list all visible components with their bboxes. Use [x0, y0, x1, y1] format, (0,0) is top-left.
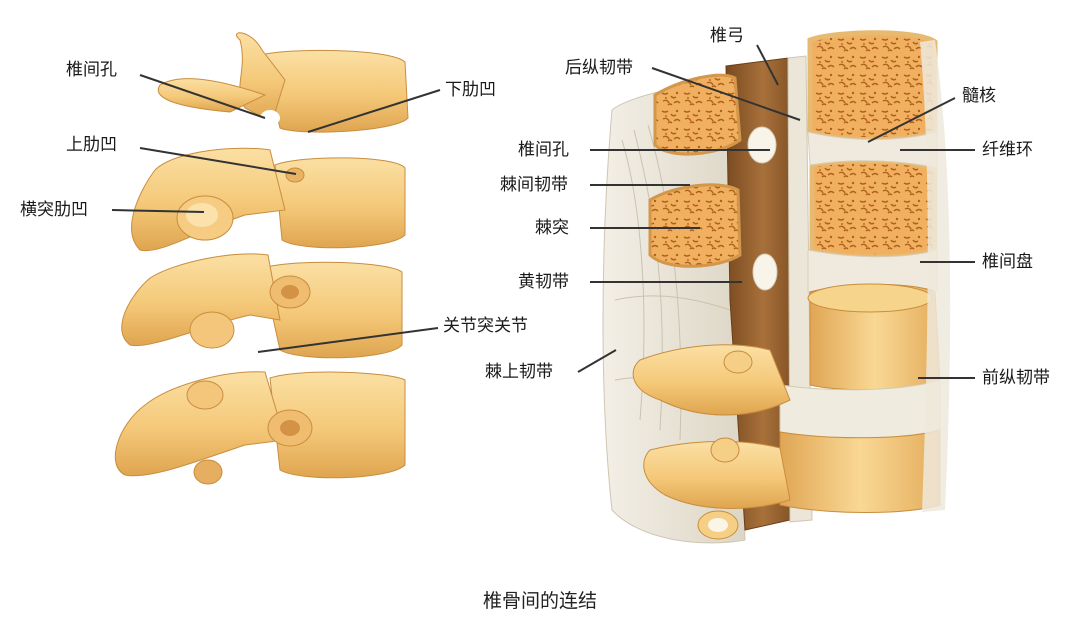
leader-supraspinous-ligament: [577, 349, 617, 373]
leader-nucleus-pulposus: [867, 97, 956, 143]
label-superior-costal-fovea: 上肋凹: [66, 135, 117, 155]
label-vertebral-arch: 椎弓: [710, 26, 744, 46]
vertebra-4: [114, 371, 406, 485]
label-nucleus-pulposus: 髓核: [962, 86, 996, 106]
vertebra-2: [131, 147, 406, 252]
leader-transverse-costal-fovea: [111, 209, 205, 213]
leader-vertebral-arch: [756, 44, 779, 86]
label-annulus-fibrosus: 纤维环: [982, 140, 1033, 160]
label-spinous-process: 棘突: [535, 218, 569, 238]
label-zygapophyseal-joint: 关节突关节: [443, 316, 528, 336]
leader-posterior-longitudinal-ligament: [651, 67, 801, 121]
leader-inferior-costal-fovea: [307, 89, 441, 133]
right-sagittal-section: [602, 30, 951, 544]
label-transverse-costal-fovea: 横突肋凹: [20, 200, 88, 220]
label-intervertebral-foramen-left: 椎间孔: [66, 60, 117, 80]
label-inferior-costal-fovea: 下肋凹: [445, 80, 496, 100]
label-supraspinous-ligament: 棘上韧带: [485, 362, 553, 382]
label-interspinous-ligament: 棘间韧带: [500, 175, 568, 195]
label-anterior-longitudinal-ligament: 前纵韧带: [982, 368, 1050, 388]
leader-zygapophyseal-joint: [257, 327, 439, 353]
label-posterior-longitudinal-ligament: 后纵韧带: [565, 58, 633, 78]
label-intervertebral-disc: 椎间盘: [982, 252, 1033, 272]
leader-superior-costal-fovea: [139, 147, 297, 175]
leader-lines: [111, 44, 975, 379]
vertebra-3: [121, 253, 403, 359]
leader-intervertebral-foramen-left: [139, 74, 266, 119]
vertebra-1: [157, 32, 409, 133]
figure-caption: 椎骨间的连结: [482, 590, 597, 612]
label-ligamentum-flavum: 黄韧带: [518, 272, 569, 292]
label-intervertebral-foramen-right: 椎间孔: [518, 140, 569, 160]
left-vertebral-column: [114, 32, 409, 485]
